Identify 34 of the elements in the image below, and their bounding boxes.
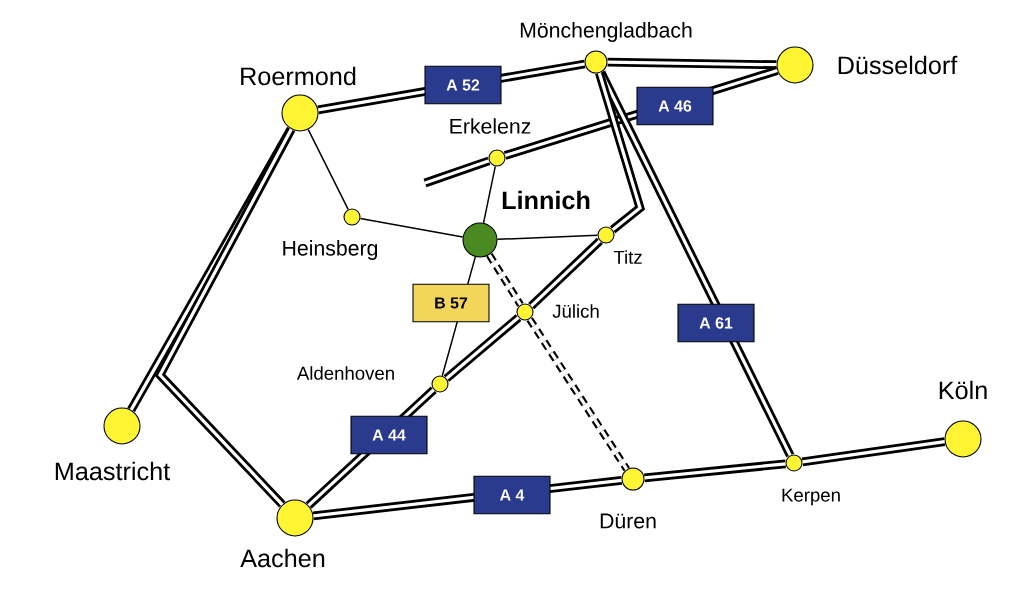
- motorway: [595, 71, 646, 234]
- place-name: Titz: [613, 250, 642, 264]
- road-line: [482, 165, 496, 224]
- motorway: [423, 156, 491, 188]
- road-line: [496, 234, 599, 241]
- route-sign: A 4: [473, 475, 551, 515]
- motorway: [528, 237, 603, 310]
- motorway: [607, 57, 777, 70]
- motorway: [154, 127, 296, 508]
- place-name: Kerpen: [782, 488, 840, 506]
- route-sign: A 46: [636, 86, 714, 126]
- railway-line: [526, 317, 630, 472]
- place-name: Düren: [600, 513, 656, 529]
- place-name: Erkelenz: [450, 118, 531, 134]
- place-name: Aldenhoven: [296, 366, 394, 380]
- place-name: Köln: [939, 380, 987, 400]
- motorway: [801, 437, 946, 467]
- place-name: Jülich: [552, 304, 599, 318]
- place-name: Roermond: [241, 66, 356, 86]
- route-sign: B 57: [412, 283, 490, 323]
- road-line: [307, 128, 349, 211]
- place-name: Heinsberg: [283, 240, 378, 260]
- route-sign: A 44: [350, 415, 428, 455]
- place-name: Linnich: [502, 190, 590, 210]
- motorway: [644, 459, 786, 483]
- route-sign: A 61: [677, 303, 755, 343]
- place-name: Düsseldorf: [838, 55, 958, 75]
- place-name: Maastricht: [55, 461, 170, 481]
- motorway: [443, 314, 522, 382]
- road-line: [359, 217, 464, 238]
- place-name: Mönchengladbach: [520, 22, 692, 42]
- place-name: Aachen: [240, 548, 325, 568]
- route-sign: A 52: [424, 65, 502, 105]
- railway-line: [486, 252, 524, 307]
